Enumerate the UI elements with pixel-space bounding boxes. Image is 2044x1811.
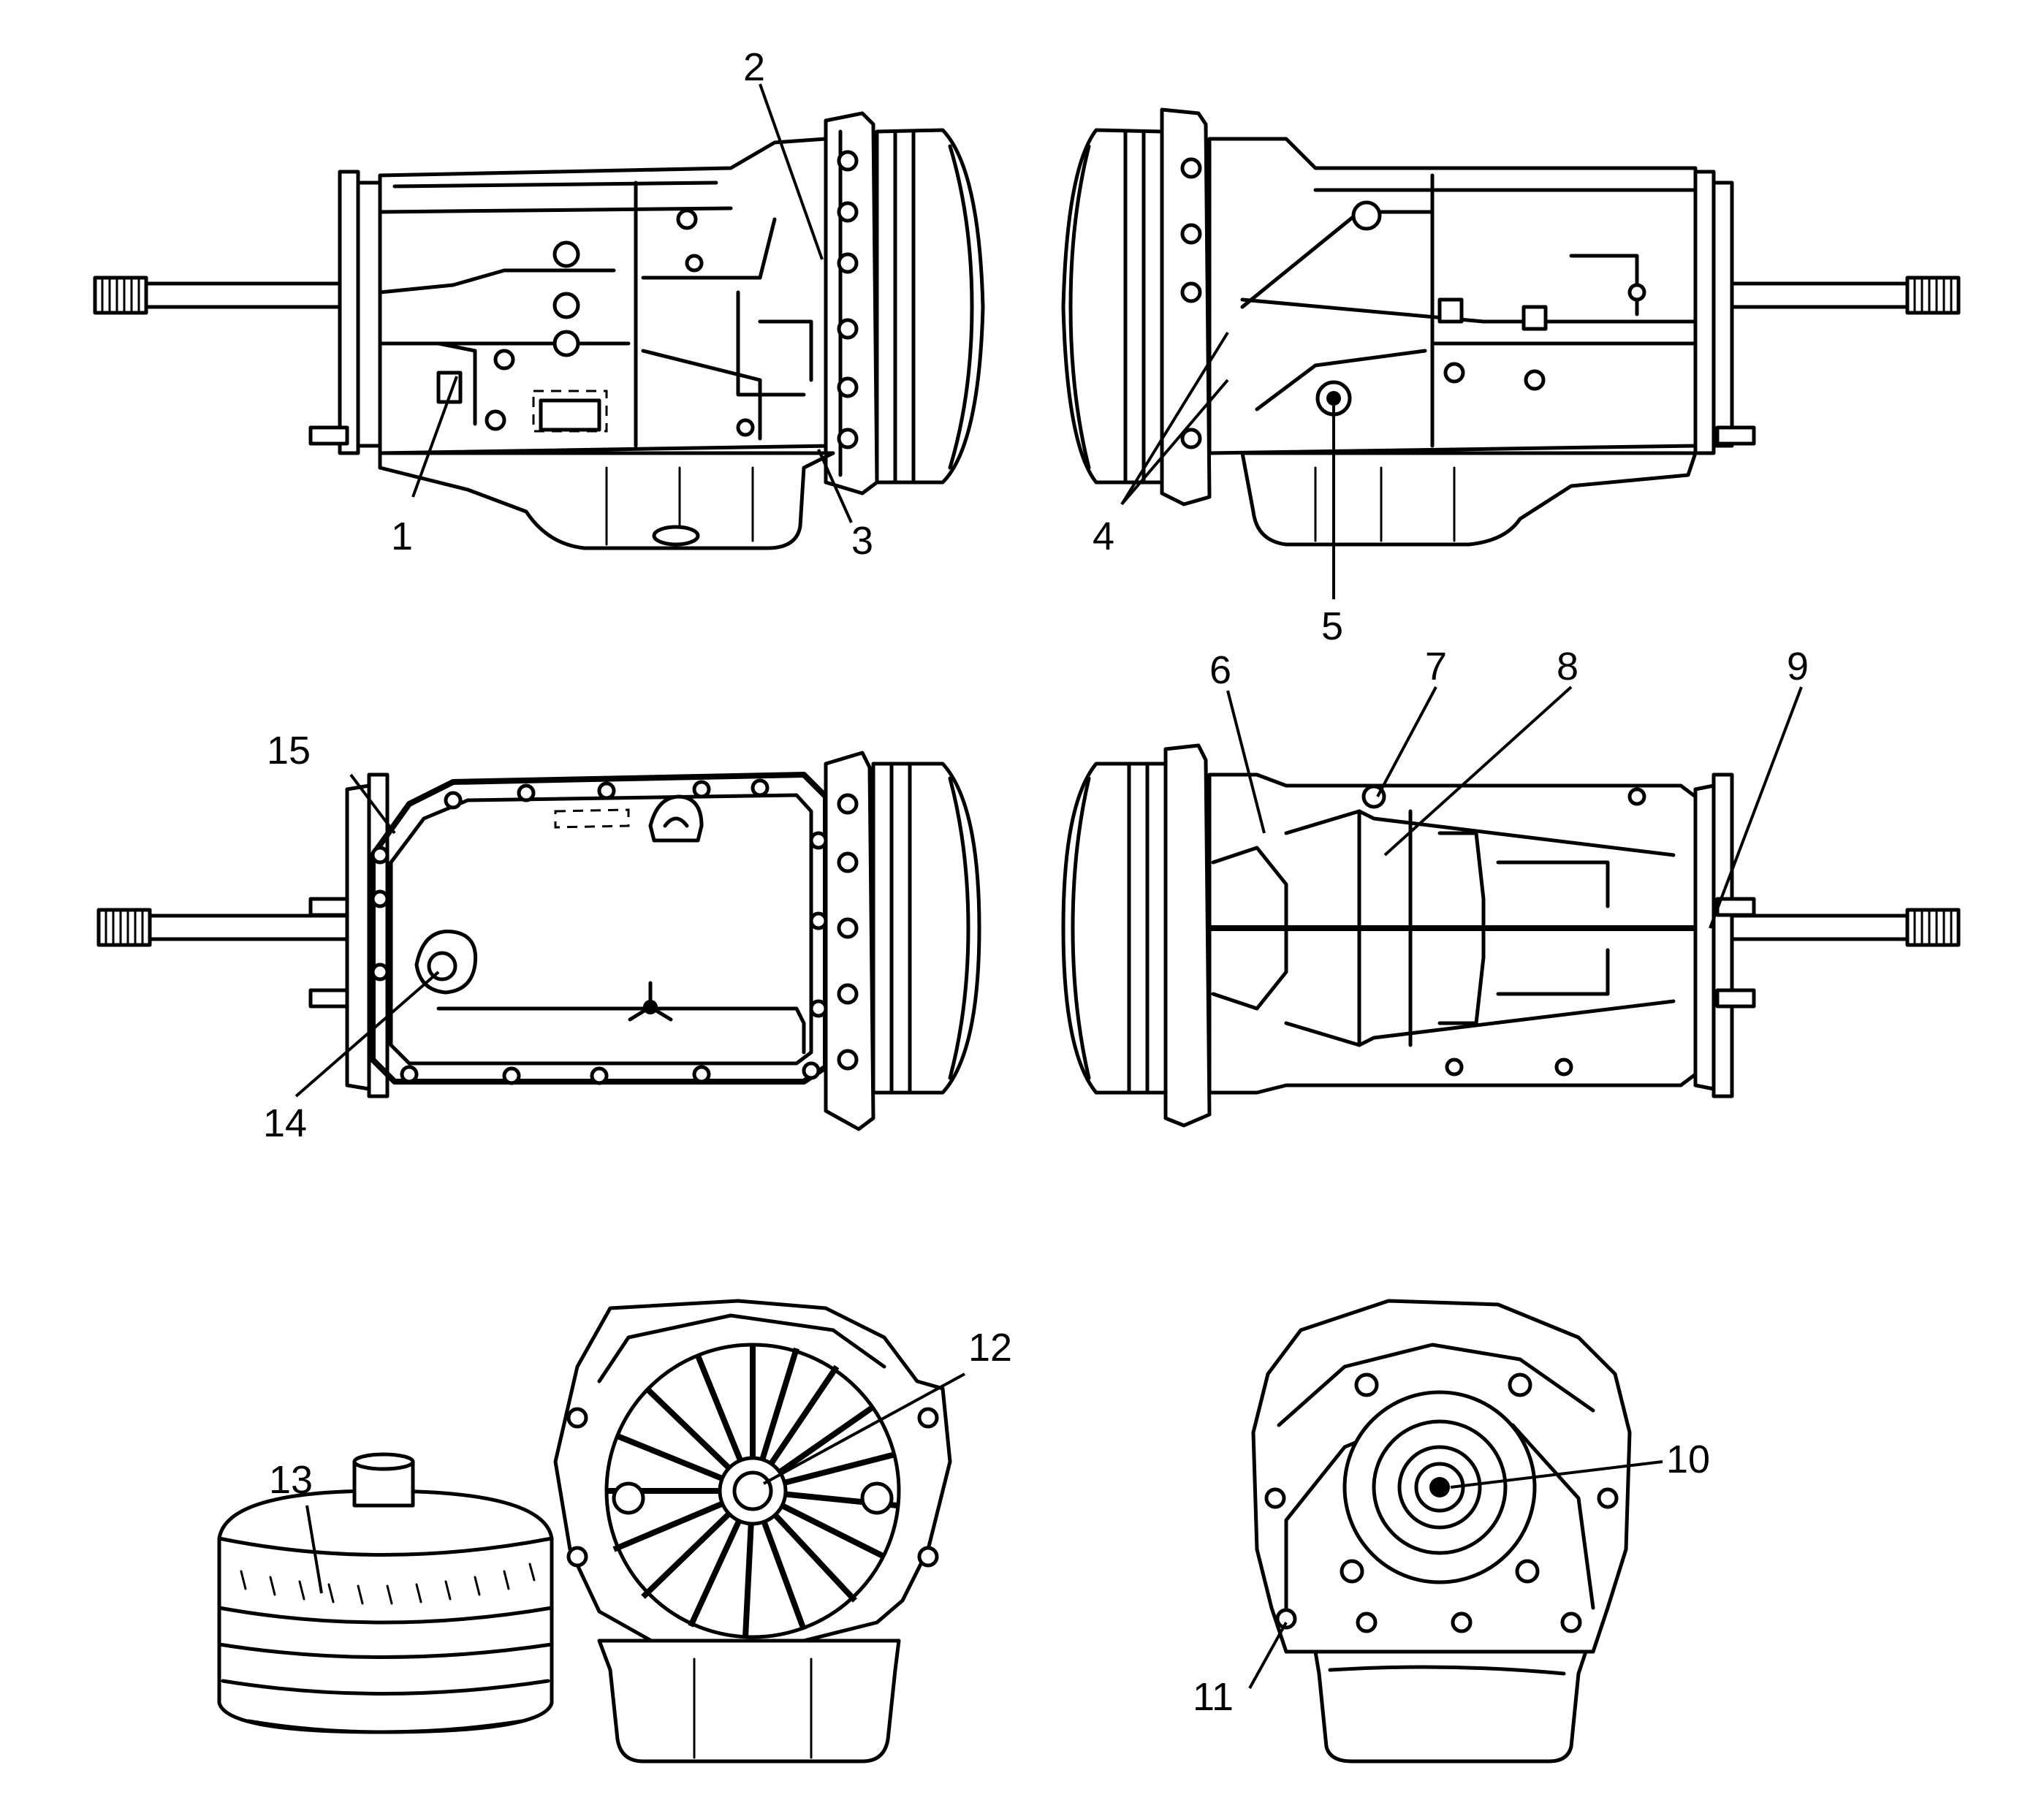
callout-6: 6 xyxy=(1209,648,1231,692)
callout-3: 3 xyxy=(851,519,873,563)
callout-13: 13 xyxy=(269,1458,313,1502)
front-view xyxy=(553,1299,952,1763)
callout-10: 10 xyxy=(1666,1438,1710,1481)
rear-view xyxy=(1251,1299,1632,1763)
callout-4: 4 xyxy=(1093,515,1114,558)
top-view xyxy=(1061,743,1961,1128)
callout-8: 8 xyxy=(1557,645,1578,688)
callout-1: 1 xyxy=(391,515,413,558)
bottom-view xyxy=(96,751,981,1131)
callout-2: 2 xyxy=(743,45,765,89)
callout-7: 7 xyxy=(1425,645,1447,688)
torque-converter-view xyxy=(217,1452,554,1734)
callout-labels: 1 2 3 4 5 6 7 8 9 10 11 12 13 14 15 xyxy=(263,45,1809,1719)
callout-15: 15 xyxy=(267,729,311,772)
callout-14: 14 xyxy=(263,1101,307,1145)
callout-5: 5 xyxy=(1321,604,1343,648)
callout-11: 11 xyxy=(1193,1675,1234,1719)
right-side-view xyxy=(1061,107,1961,547)
callout-9: 9 xyxy=(1787,645,1809,688)
output-shaft xyxy=(93,276,346,315)
leader-lines xyxy=(295,83,1803,1689)
left-side-view xyxy=(93,111,985,550)
callout-12: 12 xyxy=(968,1326,1012,1370)
